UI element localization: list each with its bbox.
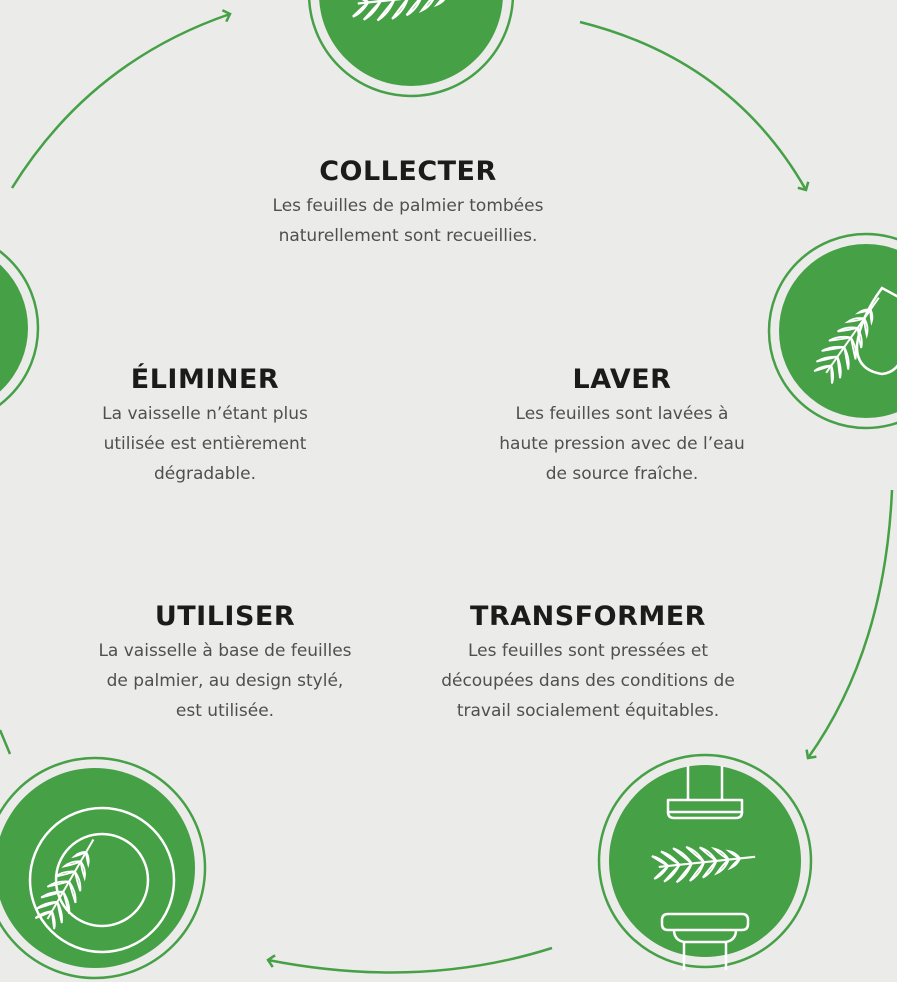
step-line: Les feuilles de palmier tombées <box>272 196 544 216</box>
plate-leaf-icon <box>0 756 207 980</box>
press-leaf-icon <box>597 753 813 970</box>
step-line: Les feuilles sont lavées à <box>515 404 729 424</box>
step-title: UTILISER <box>154 601 296 632</box>
step-wash: LAVER Les feuilles sont lavées à haute p… <box>462 364 782 489</box>
step-line: naturellement sont recueillies. <box>278 226 538 246</box>
step-line: Les feuilles sont pressées et <box>468 641 708 661</box>
step-dispose: ÉLIMINER La vaisselle n’étant plus utili… <box>60 364 350 489</box>
step-line: travail socialement équitables. <box>456 701 720 721</box>
step-line: de source fraîche. <box>545 464 699 484</box>
step-line: est utilisée. <box>175 701 275 721</box>
step-title: COLLECTER <box>319 156 497 187</box>
arrow-left-stub <box>0 729 12 755</box>
step-title: LAVER <box>572 364 672 395</box>
step-line: de palmier, au design stylé, <box>106 671 344 691</box>
step-use: UTILISER La vaisselle à base de feuilles… <box>60 601 390 726</box>
arrow-bottom <box>266 946 553 974</box>
water-drop-leaf-icon <box>767 232 897 430</box>
step-line: La vaisselle à base de feuilles <box>98 641 352 661</box>
collect-icon <box>307 0 515 98</box>
step-description: Les feuilles sont lavées à haute pressio… <box>462 399 782 489</box>
step-collect: COLLECTER Les feuilles de palmier tombée… <box>238 156 578 251</box>
arrow-right <box>805 489 894 760</box>
step-description: La vaisselle à base de feuilles de palmi… <box>60 636 390 726</box>
arrow-top-left <box>10 9 232 189</box>
step-description: Les feuilles sont pressées et découpées … <box>408 636 768 726</box>
step-description: Les feuilles de palmier tombées naturell… <box>238 191 578 251</box>
arrow-top-right <box>579 20 810 192</box>
cycle-arrows <box>0 9 894 974</box>
step-line: découpées dans des conditions de <box>441 671 735 691</box>
step-line: La vaisselle n’étant plus <box>102 404 308 424</box>
step-transform: TRANSFORMER Les feuilles sont pressées e… <box>408 601 768 726</box>
step-title: TRANSFORMER <box>470 601 706 632</box>
step-line: haute pression avec de l’eau <box>499 434 745 454</box>
leaf-icon <box>0 249 40 407</box>
step-title: ÉLIMINER <box>130 364 280 395</box>
step-line: utilisée est entièrement <box>103 434 307 454</box>
step-description: La vaisselle n’étant plus utilisée est e… <box>60 399 350 489</box>
step-line: dégradable. <box>153 464 257 484</box>
